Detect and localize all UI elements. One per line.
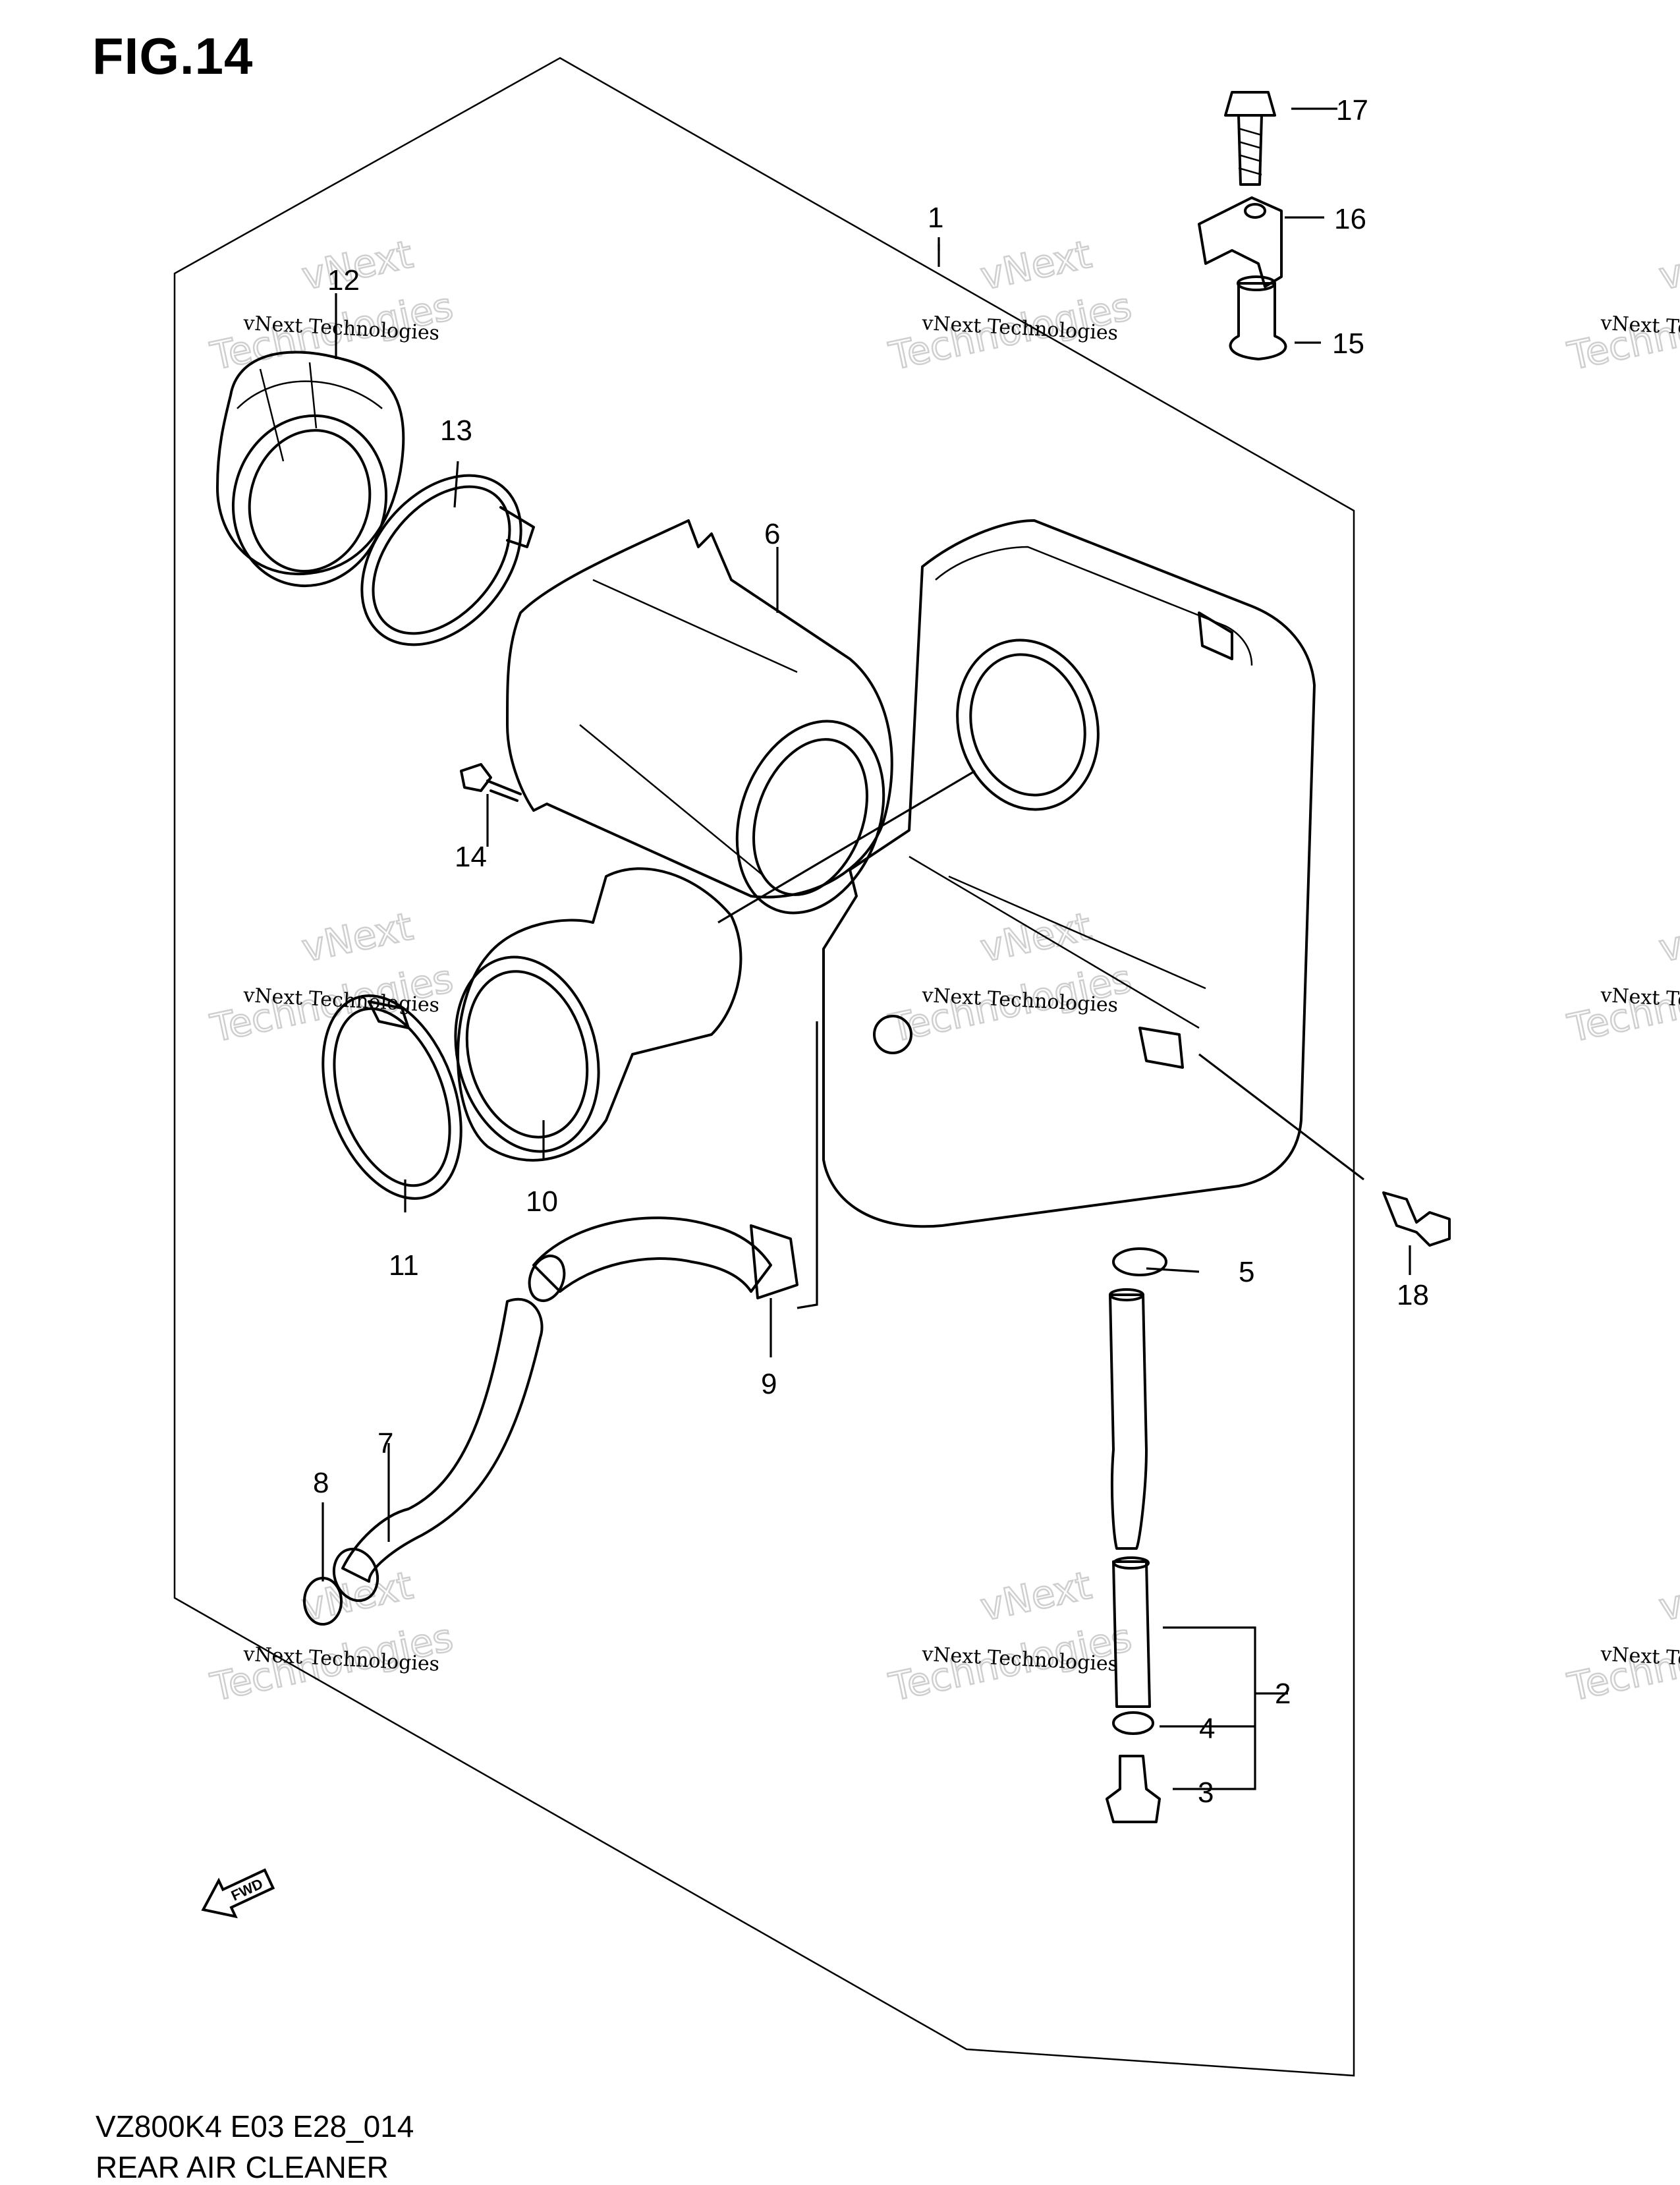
callout-3: 3 <box>1198 1776 1214 1809</box>
part-9-hose[interactable] <box>524 1216 798 1305</box>
callout-10: 10 <box>526 1185 558 1218</box>
watermark-brand: vNext <box>1655 904 1680 971</box>
part-1-air-cleaner-case[interactable] <box>822 519 1316 1228</box>
part-7-drain-hose[interactable] <box>327 1297 544 1607</box>
part-12-intake-boot[interactable] <box>214 351 405 603</box>
part-16-bracket[interactable] <box>1198 196 1283 288</box>
part-3-plug[interactable] <box>1106 1755 1161 1823</box>
callout-7: 7 <box>378 1427 393 1460</box>
callout-1: 1 <box>928 202 943 234</box>
callout-15: 15 <box>1332 327 1364 360</box>
part-15-collar[interactable] <box>1229 275 1287 360</box>
figure-title: FIG.14 <box>92 27 254 85</box>
watermark-brand: vNext <box>1655 1563 1680 1630</box>
callout-16: 16 <box>1334 203 1366 235</box>
callout-labels: 1 2 3 4 5 6 7 8 9 10 11 12 13 14 15 16 1… <box>313 94 1429 1809</box>
callout-5: 5 <box>1239 1256 1254 1288</box>
callout-17: 17 <box>1336 94 1368 127</box>
callout-12: 12 <box>327 264 360 297</box>
part-2-drain-tube[interactable] <box>1109 1288 1151 1708</box>
leader-lines <box>322 107 1411 1790</box>
part-18-bolt[interactable] <box>1382 1191 1451 1247</box>
part-14-screw[interactable] <box>460 763 522 802</box>
part-11-clamp[interactable] <box>297 977 487 1218</box>
callout-2: 2 <box>1275 1678 1291 1710</box>
watermark-brand: vNext <box>298 1563 416 1630</box>
watermark-brand: vNext <box>976 1563 1095 1630</box>
part-5-clip[interactable] <box>1112 1247 1167 1276</box>
part-17-bolt[interactable] <box>1224 91 1276 186</box>
assembly-boundary <box>173 57 1355 2077</box>
callout-6: 6 <box>764 518 780 550</box>
watermark-brand: vNext <box>1655 232 1680 299</box>
callout-9: 9 <box>761 1368 777 1400</box>
callout-11: 11 <box>389 1249 419 1282</box>
part-6-filter-element[interactable] <box>506 519 909 934</box>
part-4-clip[interactable] <box>1112 1711 1154 1735</box>
model-code: VZ800K4 E03 E28_014 <box>96 2109 414 2143</box>
callout-4: 4 <box>1199 1713 1215 1745</box>
callout-14: 14 <box>455 841 487 873</box>
callout-8: 8 <box>313 1467 329 1499</box>
watermark-brand: vNext <box>976 232 1095 299</box>
callout-13: 13 <box>440 414 472 447</box>
watermark-brand: vNext <box>298 904 416 971</box>
part-title: REAR AIR CLEANER <box>96 2150 389 2184</box>
part-13-clamp[interactable] <box>329 445 553 676</box>
fwd-arrow: FWD <box>201 1868 275 1919</box>
callout-18: 18 <box>1397 1279 1429 1311</box>
part-10-connector[interactable] <box>435 867 742 1168</box>
